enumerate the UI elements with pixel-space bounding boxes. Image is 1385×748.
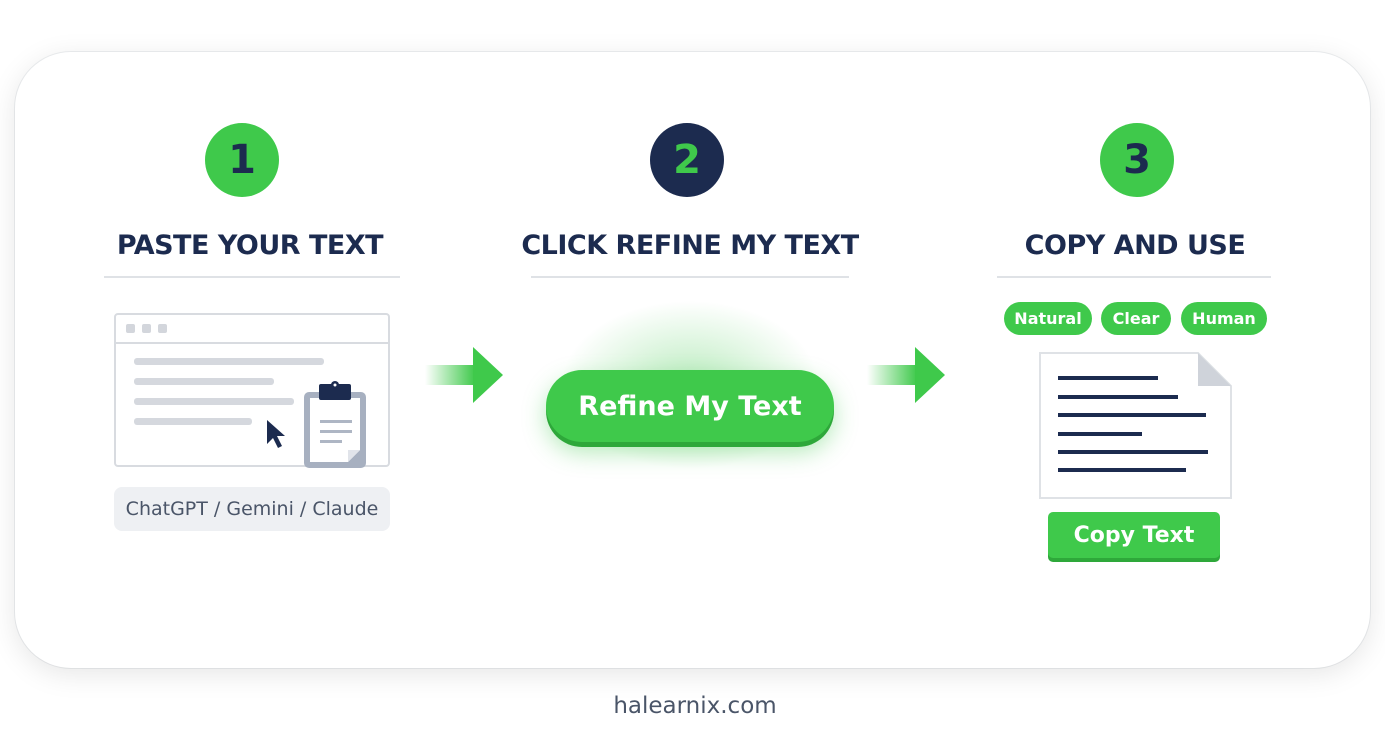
- step-3-title: COPY AND USE: [1024, 230, 1246, 261]
- step-2-badge: 2: [650, 123, 724, 197]
- tag-clear: Clear: [1101, 302, 1171, 335]
- arrow-right-icon: [867, 347, 945, 403]
- document-icon: [1039, 352, 1232, 499]
- footer-site-link: halearnix.com: [613, 693, 777, 719]
- divider: [531, 276, 849, 278]
- divider: [104, 276, 400, 278]
- refine-my-text-button[interactable]: Refine My Text: [546, 370, 834, 442]
- source-apps-label: ChatGPT / Gemini / Claude: [114, 487, 390, 531]
- step-1-title: PASTE YOUR TEXT: [116, 230, 384, 261]
- cursor-icon: [267, 420, 285, 448]
- tag-natural: Natural: [1004, 302, 1092, 335]
- arrow-right-icon: [425, 347, 503, 403]
- step-2-title: CLICK REFINE MY TEXT: [521, 230, 859, 261]
- tag-human: Human: [1181, 302, 1267, 335]
- step-3-badge: 3: [1100, 123, 1174, 197]
- clipboard-icon: [304, 381, 366, 468]
- divider: [997, 276, 1271, 278]
- copy-text-button[interactable]: Copy Text: [1048, 512, 1220, 558]
- step-1-badge: 1: [205, 123, 279, 197]
